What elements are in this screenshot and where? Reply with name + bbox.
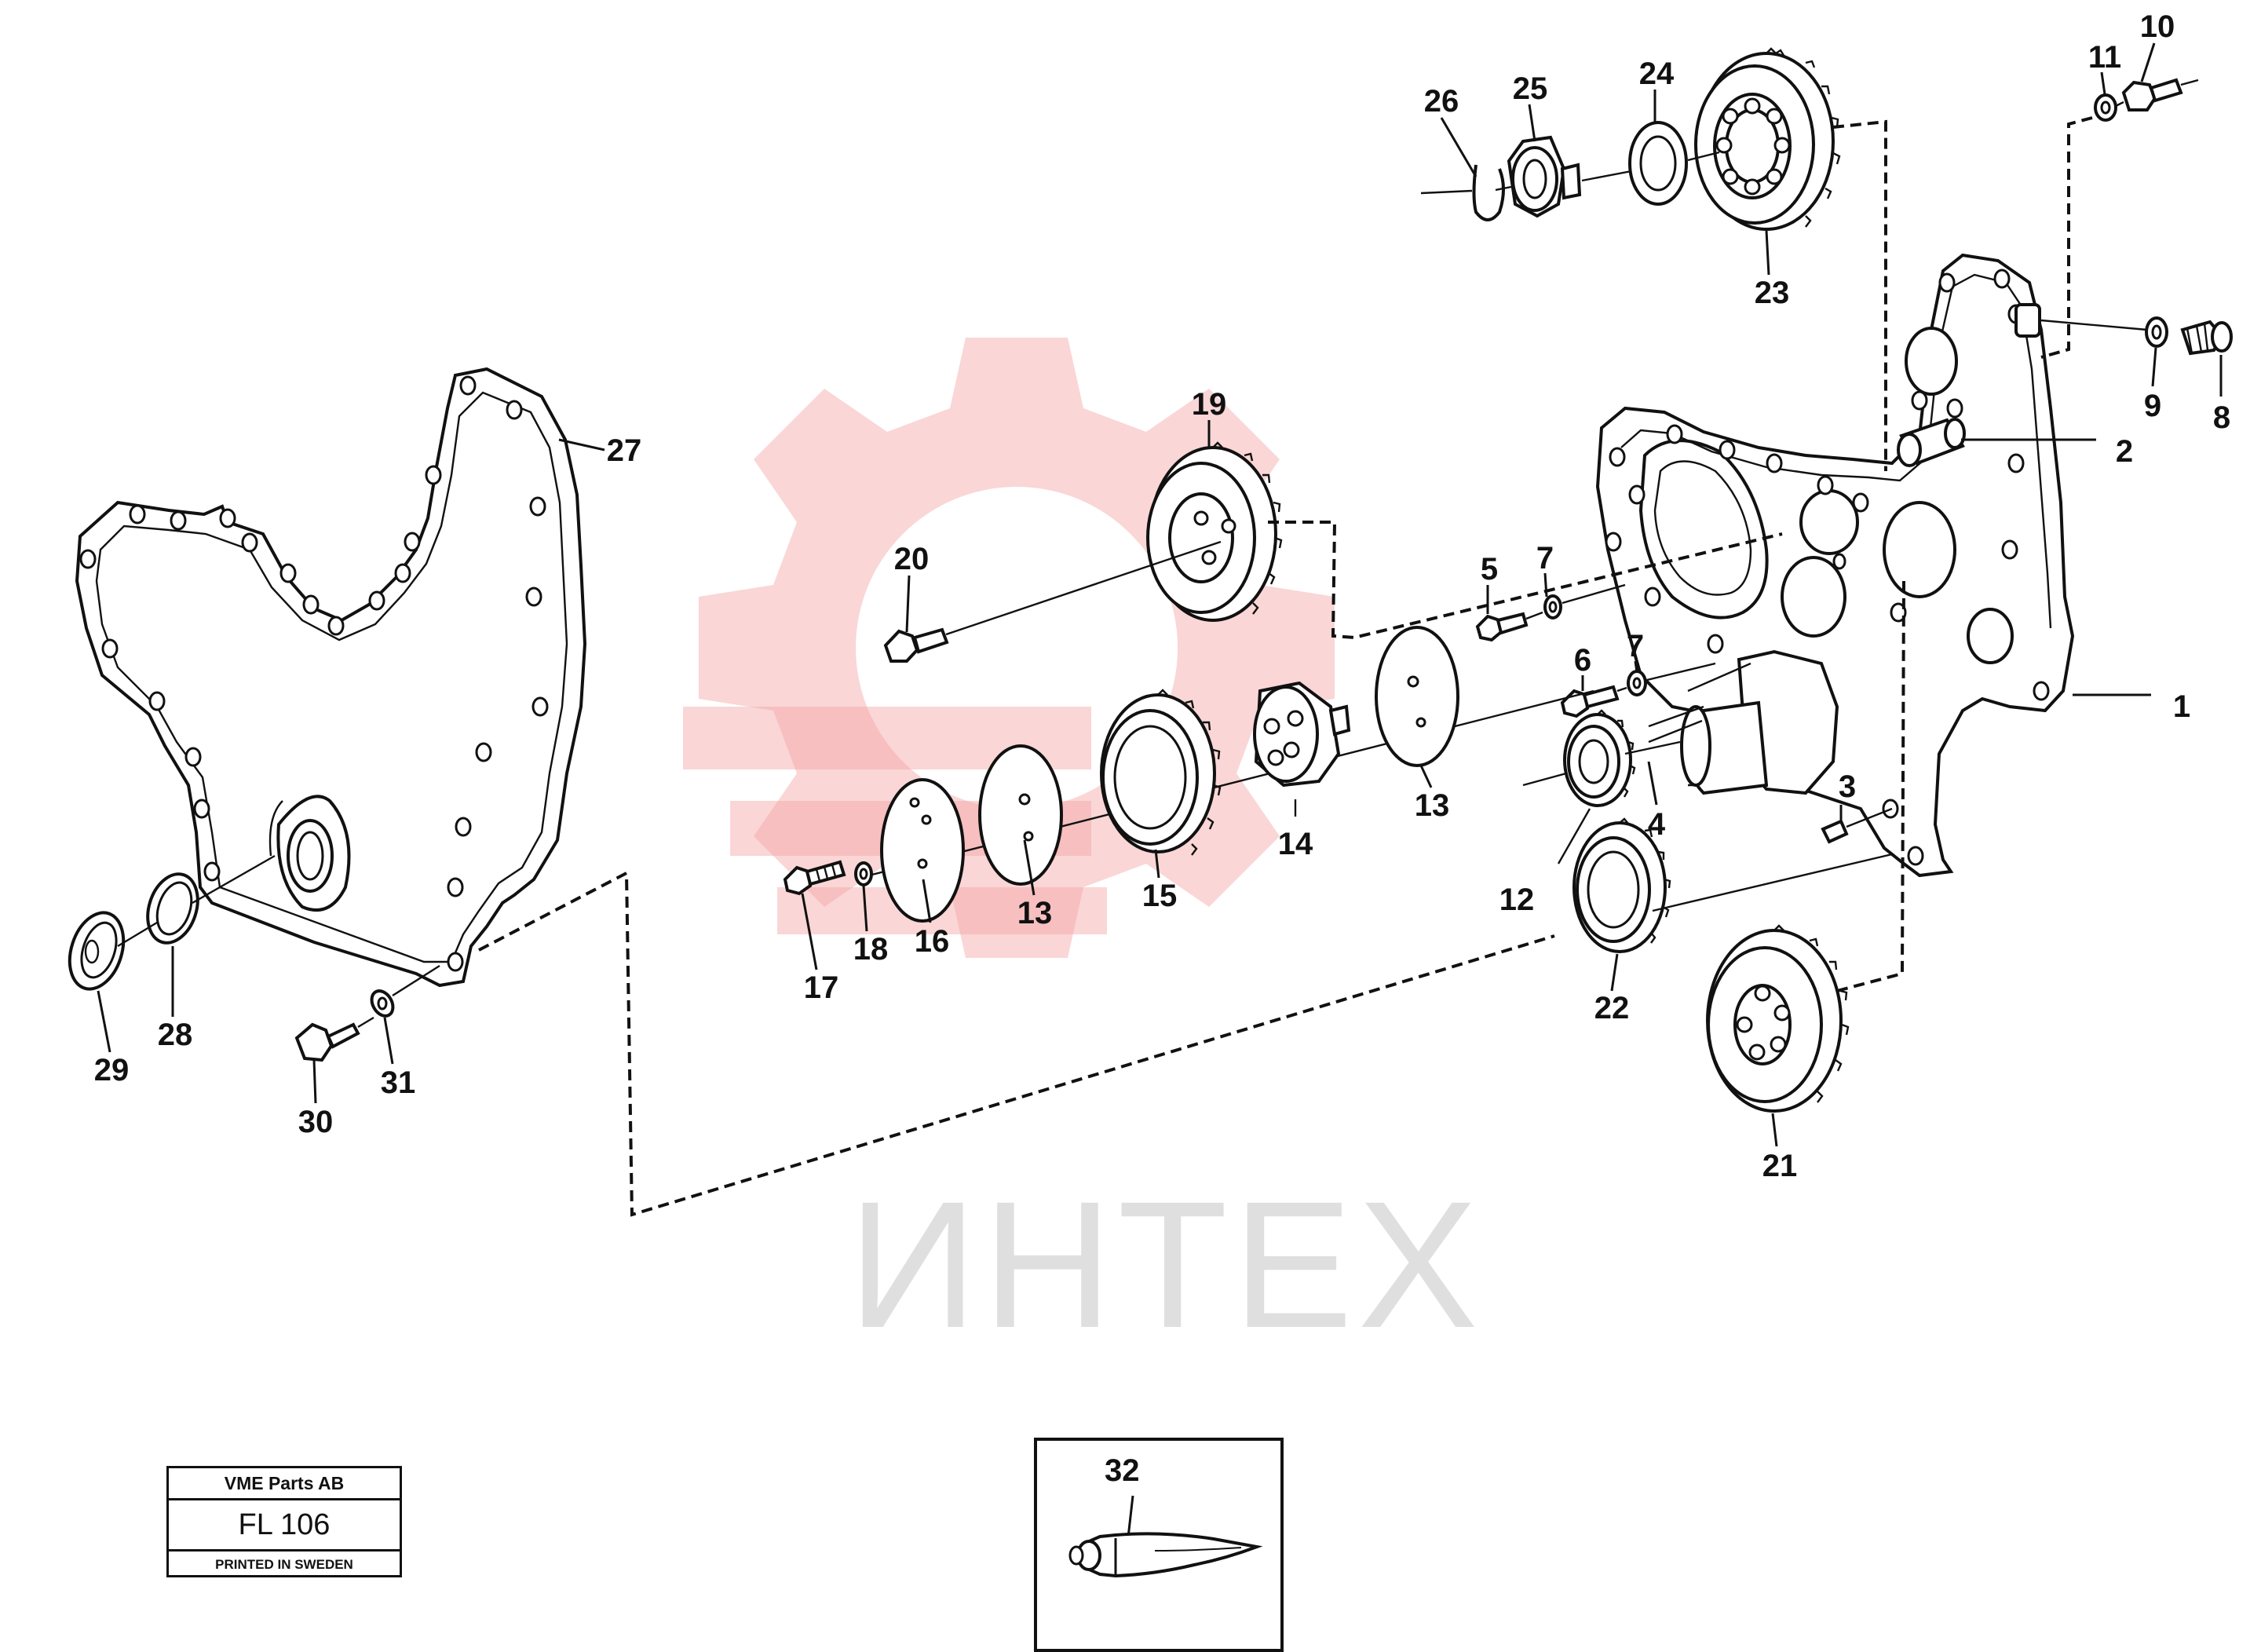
part-label-9: 9	[2144, 389, 2161, 423]
dashed-connector-gear21	[1836, 580, 1905, 992]
part-label-7: 7	[1536, 541, 1554, 576]
part-label-25: 25	[1513, 71, 1548, 106]
part-label-20: 20	[894, 542, 930, 576]
part-label-2: 2	[2116, 434, 2133, 469]
thrust-washer-24	[1628, 121, 1688, 206]
part-label-30: 30	[298, 1105, 334, 1139]
part-label-28: 28	[158, 1018, 193, 1052]
washer-7b	[1627, 670, 1647, 696]
plug-8	[2180, 320, 2233, 356]
part-label-11: 11	[2088, 40, 2121, 75]
plate-13a	[978, 744, 1063, 886]
washer-7a	[1543, 594, 1562, 620]
company-name: VME Parts AB	[169, 1468, 400, 1500]
idler-gear-23	[1694, 47, 1841, 231]
title-block: VME Parts AB FL 106 PRINTED IN SWEDEN	[166, 1466, 402, 1577]
dashed-connector-gear19	[1268, 521, 1783, 640]
washer-31	[370, 989, 395, 1018]
part-label-21: 21	[1762, 1149, 1798, 1183]
part-label-10: 10	[2140, 9, 2175, 44]
plate-16	[880, 778, 965, 923]
part-label-15: 15	[1142, 879, 1178, 913]
bolt-5	[1475, 612, 1529, 642]
sealing-washer-9	[2145, 316, 2168, 348]
dowel-pin-3	[1821, 819, 1849, 844]
part-label-24: 24	[1639, 57, 1675, 91]
washer-11	[2094, 93, 2117, 122]
seal-ring-28	[146, 872, 199, 945]
oil-seal-29	[68, 911, 126, 991]
part-label-23: 23	[1755, 276, 1790, 310]
gear-19	[1146, 441, 1283, 622]
watermark-text: ИНТЕХ	[848, 1164, 1483, 1365]
part-label-16: 16	[915, 924, 950, 959]
bolt-17	[783, 860, 846, 896]
part-label-4: 4	[1648, 807, 1666, 842]
part-label-5: 5	[1481, 552, 1498, 587]
part-label-12: 12	[1499, 883, 1535, 917]
part-labels: 1234567789101112131314151617181920212223…	[94, 9, 2230, 1183]
sleeve-2	[1897, 418, 1966, 467]
part-label-32: 32	[1105, 1453, 1140, 1488]
part-label-27: 27	[607, 433, 642, 468]
part-label-18: 18	[853, 932, 889, 967]
dashed-connector-cover	[478, 870, 1555, 1217]
part-label-1: 1	[2173, 689, 2190, 724]
diagram-code: FL 106	[169, 1500, 400, 1551]
part-label-3: 3	[1839, 769, 1856, 804]
part-label-6: 6	[1574, 643, 1591, 678]
plate-13b	[1375, 626, 1459, 767]
part-label-26: 26	[1424, 84, 1459, 119]
hub-14	[1253, 681, 1351, 788]
part-label-17: 17	[804, 970, 839, 1005]
part-label-31: 31	[381, 1065, 416, 1100]
part-label-13: 13	[1415, 788, 1450, 823]
bolt-30	[294, 1022, 360, 1062]
sealant-tube-icon	[1068, 1495, 1263, 1578]
washer-18	[854, 861, 873, 886]
bolt-20	[883, 627, 949, 663]
dashed-connector-bolt10	[2040, 116, 2093, 359]
part-label-7: 7	[1627, 629, 1644, 663]
bolt-10	[2121, 78, 2183, 111]
gear-15	[1100, 689, 1222, 856]
gear-21	[1706, 924, 1850, 1113]
timing-cover-27	[75, 367, 587, 988]
timing-housing-1	[1595, 253, 2075, 878]
snap-ring-26	[1472, 164, 1505, 221]
hub-25	[1507, 135, 1582, 218]
part-label-29: 29	[94, 1053, 130, 1087]
gear-12	[1563, 709, 1636, 807]
inset-box-32: 32	[1034, 1438, 1284, 1652]
part-label-13: 13	[1017, 896, 1053, 930]
part-label-19: 19	[1192, 387, 1227, 422]
dashed-connector-idler	[1832, 119, 1887, 471]
part-label-14: 14	[1278, 827, 1313, 861]
printed-note: PRINTED IN SWEDEN	[215, 1557, 353, 1572]
part-label-22: 22	[1594, 991, 1630, 1025]
part-label-8: 8	[2213, 400, 2230, 435]
gear-22	[1572, 817, 1671, 953]
